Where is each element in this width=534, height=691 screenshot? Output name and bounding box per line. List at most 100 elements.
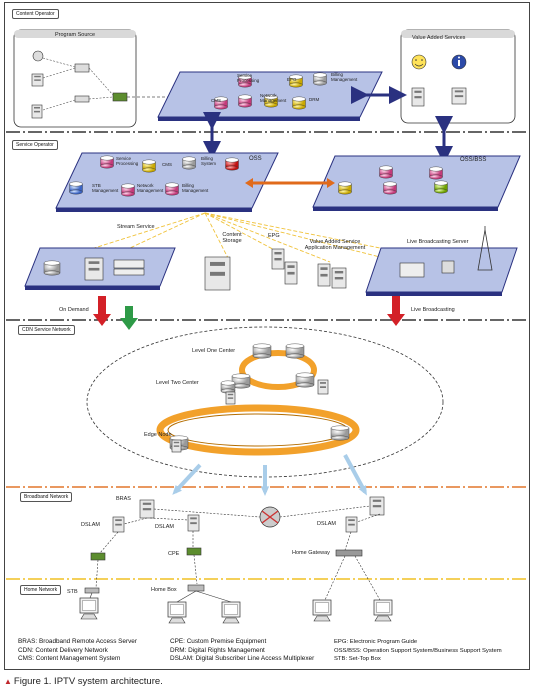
content-platform-edge [158, 117, 360, 121]
home-gateway-label: Home Gateway [292, 550, 330, 556]
smiley-eye [415, 59, 417, 61]
smiley-icon [411, 54, 427, 70]
pc-3-icon-screen [376, 602, 390, 613]
value-added-services-box [400, 29, 516, 124]
live-broadcasting-arrow [392, 296, 400, 314]
caption-triangle-icon: ▲ [4, 677, 12, 686]
platform-oss-network-management: Network Management [137, 183, 164, 193]
cms-cylinder-top [214, 96, 228, 102]
edge-node-2-top [330, 425, 350, 431]
ossbss-cylinder-5-top [434, 180, 448, 186]
platform-oss-billing-system: Billing System [201, 156, 217, 166]
legend-item: CDN: Content Delivery Network [18, 646, 108, 654]
oss-cms-cylinder-top [142, 159, 156, 165]
live-broadcasting-arrow-head [387, 314, 405, 326]
section-cdn-service-network: CDN Service Network [18, 325, 75, 335]
platform-top-network-management: Network Management [260, 93, 287, 103]
ossbss-platform [312, 155, 521, 208]
on-demand-arrow-head [93, 314, 111, 326]
cpe-label: CPE [168, 551, 180, 557]
value-added-services-label: Value Added Services [412, 35, 466, 41]
legend-item: DSLAM: Digital Subscriber Line Access Mu… [170, 655, 315, 663]
figure-caption: ▲Figure 1. IPTV system architecture. [4, 676, 163, 687]
ossbss-cylinder-2-bottom [429, 174, 443, 180]
stream-server-icon-slot [88, 267, 100, 271]
epg-server-icon-slot [274, 252, 282, 255]
cdn-down-arrow-2-head [260, 486, 270, 496]
antenna-tower-icon [477, 229, 493, 271]
service-fan-line [204, 212, 401, 263]
platform-oss-label: OSS [249, 156, 262, 162]
oss-ossbss-arrowhead [245, 178, 253, 188]
dslam-2-icon-slot [190, 522, 197, 525]
stream-service-platform-edge [25, 286, 160, 290]
legend-item: CMS: Content Management System [18, 655, 121, 663]
oss-cms-cylinder-bottom [142, 167, 156, 173]
epg-label: EPG [268, 233, 280, 239]
pc-3-icon-base [374, 615, 392, 622]
dslam-1-icon-slot [115, 519, 122, 522]
cdn-down-arrow-1 [173, 463, 202, 494]
legend-item: DRM: Digital Rights Management [170, 646, 265, 654]
ossbss-platform-edge [313, 207, 498, 211]
level-one-center-label: Level One Center [192, 348, 236, 354]
pc-1-icon-screen [170, 604, 184, 615]
oss-network-cylinder-top [121, 183, 135, 189]
platform-oss-service-processing: Service Processing [116, 156, 139, 166]
cms-cylinder-bottom [214, 104, 228, 110]
broadband-link [279, 505, 371, 518]
level-one-ring [239, 350, 317, 390]
vas-app-server-icon-slot [320, 273, 328, 277]
service-processing-cylinder-bottom [238, 82, 252, 88]
ossbss-cylinder-4-bottom [383, 189, 397, 195]
router-x [261, 510, 279, 524]
smiley-mouth [414, 63, 424, 67]
dslam-label-1: DSLAM [81, 522, 100, 528]
encoder-2-icon [74, 95, 90, 103]
dslam-1-icon-slot [115, 523, 122, 526]
billing-management-top-cylinder-top [313, 72, 327, 78]
info-dot [458, 56, 460, 59]
network-management-top-cylinder-top [264, 94, 278, 100]
broadband-link [344, 531, 352, 551]
source-link [88, 67, 114, 96]
content-server-icon-slot [34, 106, 40, 109]
platform-top-drm: DRM [309, 97, 320, 102]
service-fan-line [204, 212, 331, 263]
ossbss-cylinder-3-top [338, 181, 352, 187]
home-link [193, 554, 198, 585]
cdn-down-arrow-1-head [172, 485, 182, 495]
smiley-eye [421, 59, 423, 61]
oss-red-cylinder-top [225, 157, 239, 163]
content-storage-label: Content Storage [222, 232, 242, 244]
level-two-server-icon-slot [320, 382, 326, 384]
level-one-node-2-top [285, 343, 305, 349]
satellite-dish-icon [32, 50, 44, 62]
level-two-node-1-top [231, 373, 251, 379]
edge-node-1-top [169, 435, 189, 441]
ossbss-cylinder-2-top [429, 166, 443, 172]
cdn-down-arrow-3 [343, 454, 367, 493]
edge-server-icon-slot [173, 441, 180, 444]
drm-cylinder-top [292, 96, 306, 102]
oss-stb-cylinder-bottom [69, 189, 83, 195]
edge-node-2-bottom [330, 435, 350, 441]
home-device-link [176, 590, 197, 603]
stb-icon [84, 587, 100, 594]
vas-server-2-icon-slot [454, 95, 464, 98]
legend-col-3: EPG: Electronic Program Guide OSS/BSS: O… [334, 638, 502, 664]
level-one-node-1-bottom [252, 353, 272, 359]
stream-server-icon-slot [88, 261, 100, 264]
oss-billing-mgmt-cylinder-top [165, 182, 179, 188]
ossbss-cylinder-1-top [379, 165, 393, 171]
oss-service-processing-cylinder-top [100, 155, 114, 161]
home-link [95, 559, 99, 589]
legend-item: CPE: Custom Premise Equipment [170, 638, 267, 645]
live-broadcast-platform [365, 247, 518, 293]
edge-ring [156, 404, 360, 456]
legend-item: OSS/BSS: Operation Support System/Busine… [334, 647, 502, 654]
camera-icon-slot [34, 75, 41, 78]
vas-app-server-2-icon-slot [334, 271, 344, 274]
stb-label: STB [67, 589, 78, 595]
